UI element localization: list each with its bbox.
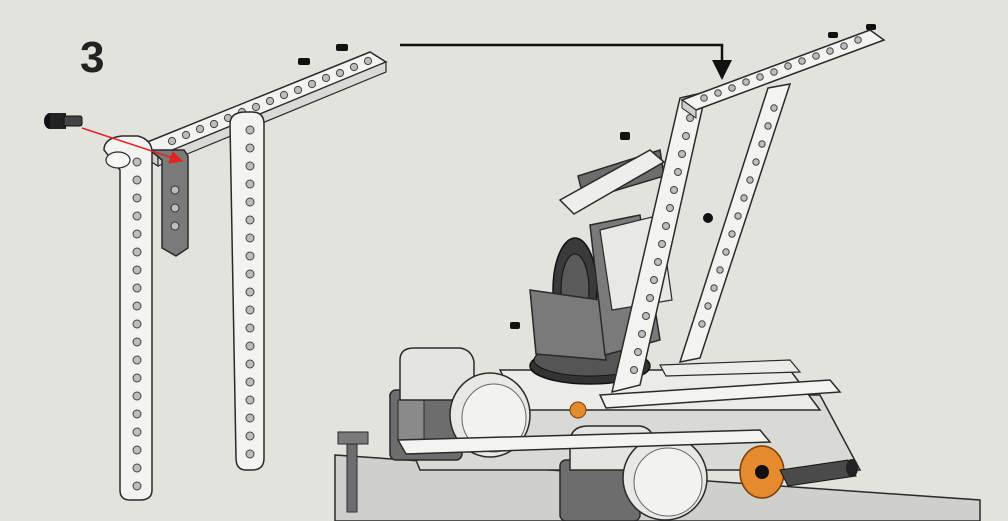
sub-assembly xyxy=(44,44,388,501)
beam-vertical-rear xyxy=(229,111,265,471)
attach-arrow xyxy=(400,43,732,80)
servo-motor-icon xyxy=(559,425,708,521)
orange-cam xyxy=(569,401,785,499)
step-number: 3 xyxy=(80,33,105,82)
axle-pin-icon xyxy=(44,113,83,129)
axle-pin-icon xyxy=(298,44,348,65)
beam-top xyxy=(680,29,886,119)
beam-vertical-front xyxy=(103,135,153,501)
connector-dark xyxy=(147,149,189,257)
axle-pin-icon xyxy=(510,24,876,329)
beam-upright-rear xyxy=(678,83,792,363)
gearbox xyxy=(529,289,607,361)
main-assembly xyxy=(334,24,981,521)
insert-arrow xyxy=(81,127,184,164)
axle-pin-icon xyxy=(779,459,858,487)
servo-motor-icon xyxy=(389,347,531,461)
